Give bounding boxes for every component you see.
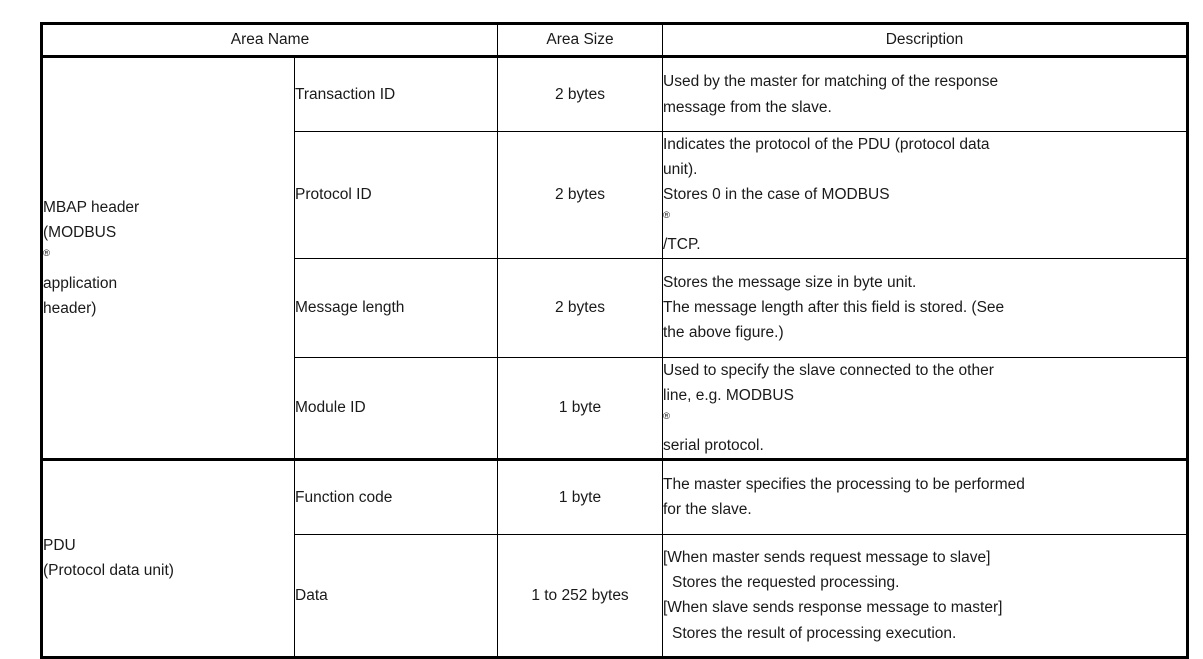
description-text-post: serial protocol.	[663, 436, 764, 454]
group-label-line-3: header)	[43, 299, 97, 317]
field-description-protocol-id: Indicates the protocol of the PDU (proto…	[662, 131, 1188, 259]
description-line: Used to specify the slave connected to t…	[663, 361, 994, 379]
field-name-transaction-id: Transaction ID	[294, 56, 498, 132]
document-page: Area Name Area Size Description MBAP hea…	[40, 22, 1189, 659]
description-line: The message length after this field is s…	[663, 298, 1005, 316]
description-line: Stores the requested processing.	[672, 574, 900, 592]
group-cell-mbap-header: MBAP header (MODBUS ® application header)	[41, 56, 295, 460]
modbus-message-format-table: Area Name Area Size Description MBAP hea…	[40, 22, 1189, 659]
description-line: The master specifies the processing to b…	[663, 476, 1025, 494]
group-label-line-1: PDU	[43, 537, 76, 555]
field-description-module-id: Used to specify the slave connected to t…	[662, 356, 1188, 460]
field-name-function-code: Function code	[294, 457, 498, 535]
table-header-row: Area Name Area Size Description	[41, 23, 1188, 58]
description-line: message from the slave.	[663, 98, 832, 116]
group-label-line-2-post: application	[43, 274, 118, 292]
column-header-description: Description	[662, 23, 1188, 58]
description-line: [When slave sends response message to ma…	[663, 599, 1003, 617]
table-row: Module ID 1 byte Used to specify the sla…	[42, 356, 1188, 460]
description-line: Stores the message size in byte unit.	[663, 273, 917, 291]
field-description-transaction-id: Used by the master for matching of the r…	[662, 56, 1188, 132]
field-description-message-length: Stores the message size in byte unit. Th…	[662, 257, 1188, 358]
table-row: Protocol ID 2 bytes Indicates the protoc…	[42, 131, 1188, 259]
description-text-post: /TCP.	[663, 236, 701, 254]
description-text-pre: line, e.g. MODBUS	[663, 386, 794, 404]
group-label-line-2-pre: (MODBUS	[43, 224, 117, 242]
registered-trademark-icon: ®	[663, 410, 670, 422]
description-line: Stores the result of processing executio…	[672, 624, 957, 642]
table-row: MBAP header (MODBUS ® application header)…	[41, 56, 1188, 460]
description-line: unit).	[663, 161, 698, 179]
column-header-area-size: Area Size	[497, 23, 663, 58]
description-line: [When master sends request message to sl…	[663, 549, 991, 567]
table-header: Area Name Area Size Description	[41, 23, 1188, 58]
registered-trademark-icon: ®	[43, 248, 50, 260]
description-line: for the slave.	[663, 501, 752, 519]
description-line: line, e.g. MODBUS ® serial protocol.	[663, 383, 1186, 458]
field-size-message-length: 2 bytes	[497, 257, 663, 358]
field-description-data: [When master sends request message to sl…	[662, 533, 1188, 658]
table-row: Message length 2 bytes Stores the messag…	[42, 257, 1188, 358]
field-size-function-code: 1 byte	[497, 457, 663, 535]
description-line: Indicates the protocol of the PDU (proto…	[663, 136, 990, 153]
description-line: Stores 0 in the case of MODBUS ® /TCP.	[663, 182, 1186, 257]
field-description-function-code: The master specifies the processing to b…	[662, 457, 1188, 535]
field-name-data: Data	[294, 533, 498, 658]
group-label-line-2: (Protocol data unit)	[43, 562, 174, 580]
field-size-module-id: 1 byte	[497, 356, 663, 460]
description-line: the above figure.)	[663, 324, 784, 342]
description-line: Used by the master for matching of the r…	[663, 73, 999, 91]
field-size-data: 1 to 252 bytes	[497, 533, 663, 658]
group-label-line-1: MBAP header	[43, 199, 140, 217]
group-label-line-2: (MODBUS ® application	[43, 220, 294, 295]
registered-trademark-icon: ®	[663, 210, 670, 222]
field-size-protocol-id: 2 bytes	[497, 131, 663, 259]
field-name-protocol-id: Protocol ID	[294, 131, 498, 259]
description-text-pre: Stores 0 in the case of MODBUS	[663, 186, 890, 204]
table-body: MBAP header (MODBUS ® application header)…	[41, 56, 1188, 658]
group-cell-pdu: PDU (Protocol data unit)	[41, 457, 295, 658]
table-row: PDU (Protocol data unit) Function code 1…	[41, 457, 1188, 658]
field-size-transaction-id: 2 bytes	[497, 56, 663, 132]
column-header-area-name: Area Name	[41, 23, 498, 58]
field-name-message-length: Message length	[294, 257, 498, 358]
field-name-module-id: Module ID	[294, 356, 498, 460]
